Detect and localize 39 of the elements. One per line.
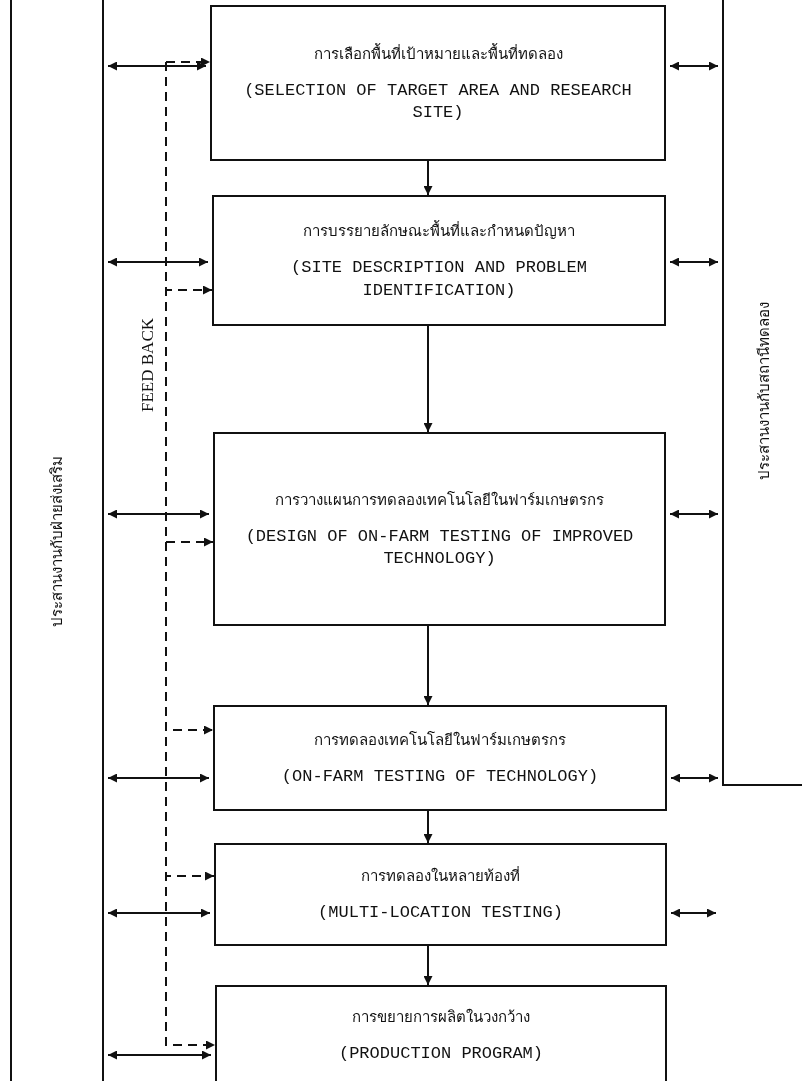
double-arrow <box>107 61 207 71</box>
double-arrow <box>670 908 717 918</box>
feedback-arrow <box>165 57 211 67</box>
side-panel <box>722 0 802 786</box>
side-panel <box>10 0 104 1081</box>
step-subtitle: (ON-FARM TESTING OF TECHNOLOGY) <box>281 765 599 788</box>
double-arrow <box>107 1050 212 1060</box>
step-title: การเลือกพื้นที่เป้าหมายและพื้นที่ทดลอง <box>313 42 563 65</box>
step-subtitle: (PRODUCTION PROGRAM) <box>338 1042 543 1065</box>
arrow <box>423 160 433 196</box>
arrow <box>423 945 433 986</box>
double-arrow <box>669 61 719 71</box>
arrow <box>423 810 433 844</box>
step-title: การทดลองในหลายท้องที่ <box>361 865 520 888</box>
step-subtitle: (SITE DESCRIPTION AND PROBLEM IDENTIFICATION) <box>290 257 588 302</box>
panel-label: ประสานงานกับสถานีทดลอง <box>754 302 774 480</box>
process-box <box>210 5 666 161</box>
step-title: การบรรยายลักษณะพื้นที่และกำหนดปัญหา <box>303 219 575 243</box>
double-arrow <box>669 509 719 519</box>
step-subtitle: (SELECTION OF TARGET AREA AND RESEARCH SITE) <box>243 79 633 124</box>
step-title: การขยายการผลิตในวงกว้าง <box>352 1006 530 1028</box>
double-arrow <box>107 908 211 918</box>
process-box <box>213 705 667 811</box>
double-arrow <box>669 257 719 267</box>
step-subtitle: (MULTI-LOCATION TESTING) <box>318 902 563 925</box>
arrow <box>423 325 433 433</box>
panel-label: ประสานงานกับฝ่ายส่งเสริม <box>47 455 67 627</box>
process-box <box>214 843 667 946</box>
double-arrow <box>107 509 210 519</box>
double-arrow <box>107 257 209 267</box>
double-arrow <box>107 773 210 783</box>
step-title: การทดลองเทคโนโลยีในฟาร์มเกษตรกร <box>314 729 566 751</box>
step-subtitle: (DESIGN OF ON-FARM TESTING OF IMPROVED TECHNOLOGY) <box>244 525 635 570</box>
process-box <box>213 432 666 626</box>
arrow <box>423 625 433 706</box>
double-arrow <box>670 773 719 783</box>
process-box <box>215 985 667 1081</box>
step-title: การวางแผนการทดลองเทคโนโลยีในฟาร์มเกษตรกร <box>275 489 604 511</box>
process-box <box>212 195 666 326</box>
